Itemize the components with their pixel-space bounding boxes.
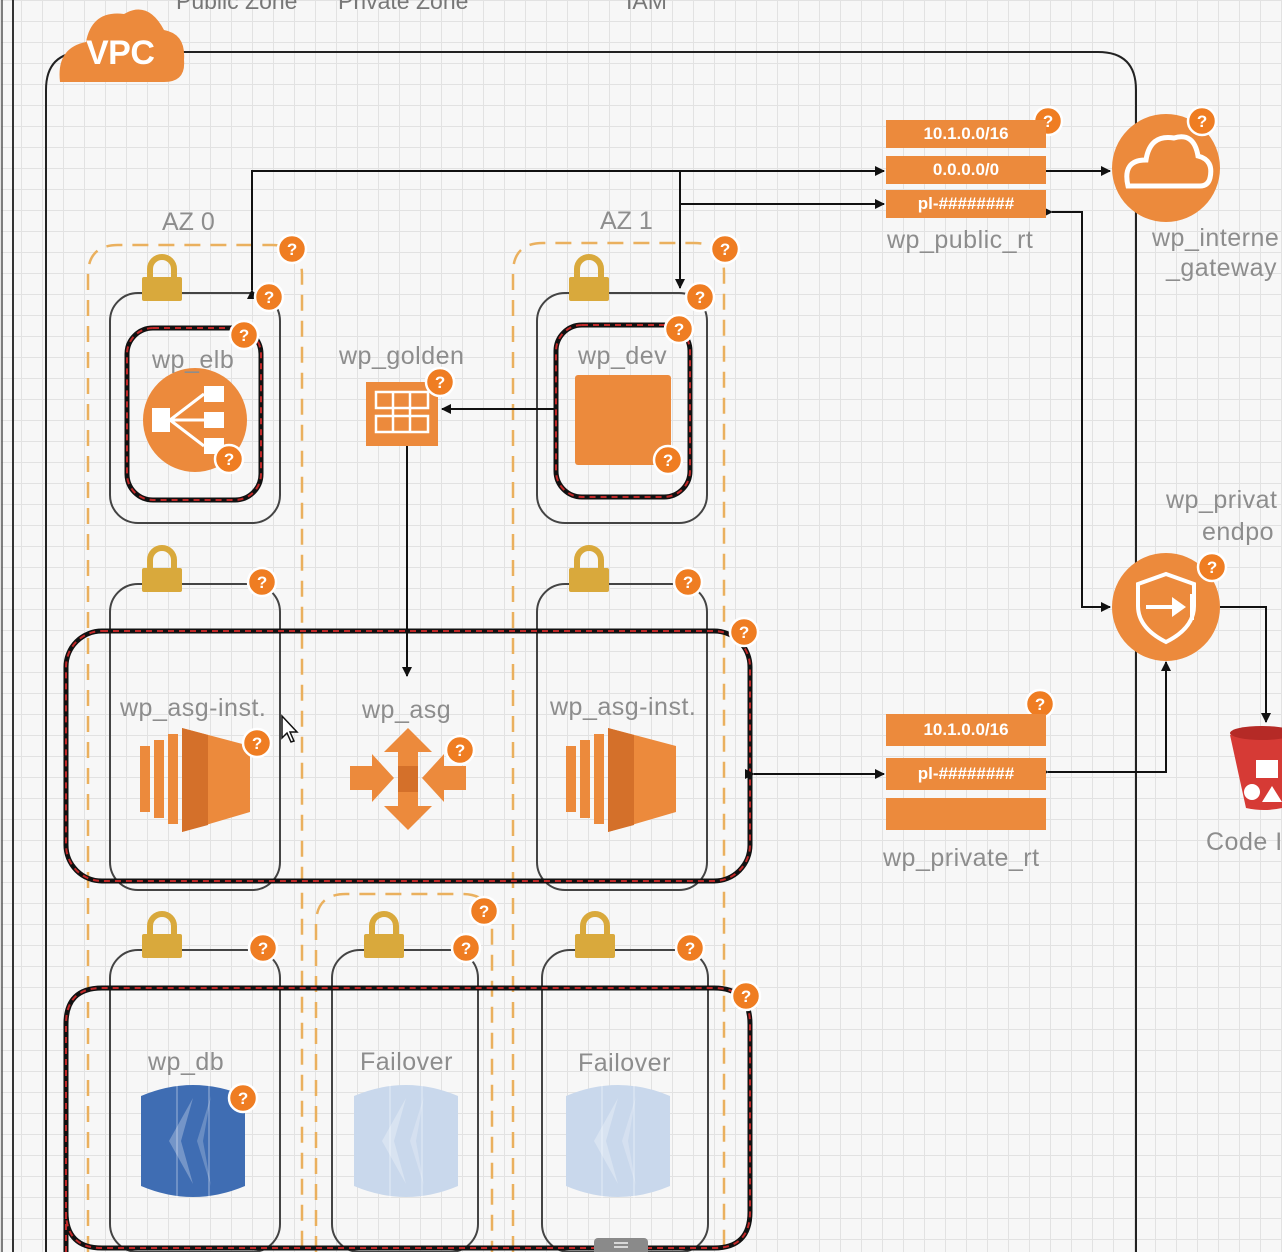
help-badge-icon[interactable] bbox=[730, 980, 762, 1012]
sg-rds-group[interactable] bbox=[63, 985, 753, 1252]
help-badge-icon[interactable] bbox=[728, 616, 760, 648]
help-badge-icon[interactable] bbox=[652, 444, 684, 476]
public-route-table-label: wp_public_rt bbox=[887, 226, 1034, 254]
lock-icon bbox=[569, 257, 609, 301]
subnet-private-az0[interactable] bbox=[109, 583, 281, 891]
db-label: wp_db bbox=[148, 1048, 225, 1076]
subnet-private-az1[interactable] bbox=[536, 583, 708, 891]
elb-label: wp_elb bbox=[152, 346, 235, 374]
internet-gateway-label-line2: _gateway bbox=[1166, 254, 1278, 282]
help-badge-icon[interactable] bbox=[468, 895, 500, 927]
help-badge-icon[interactable] bbox=[228, 319, 260, 351]
asg-instance-label: wp_asg-inst. bbox=[120, 694, 267, 722]
public-rt-entry[interactable]: 0.0.0.0/0 bbox=[886, 156, 1046, 184]
help-badge-icon[interactable] bbox=[450, 932, 482, 964]
vpc-cloud-icon bbox=[59, 9, 185, 82]
zone-label-iam: IAM bbox=[626, 0, 667, 14]
lock-icon bbox=[142, 548, 182, 592]
rds-failover-icon[interactable] bbox=[353, 1083, 459, 1199]
help-badge-icon[interactable] bbox=[672, 566, 704, 598]
ec2-instance-icon[interactable] bbox=[575, 375, 671, 465]
help-badge-icon[interactable] bbox=[253, 281, 285, 313]
sg-elb[interactable] bbox=[124, 325, 264, 503]
help-badge-icon[interactable] bbox=[709, 233, 741, 265]
failover-label: Failover bbox=[578, 1049, 671, 1077]
az1-label: AZ 1 bbox=[600, 207, 653, 235]
help-badge-icon[interactable] bbox=[246, 566, 278, 598]
ami-icon[interactable] bbox=[366, 382, 438, 446]
dev-instance-label: wp_dev bbox=[578, 342, 668, 370]
help-badge-icon[interactable] bbox=[1196, 551, 1228, 583]
asg-instance-label: wp_asg-inst. bbox=[550, 693, 697, 721]
mouse-cursor-icon bbox=[281, 714, 299, 743]
sg-dev[interactable] bbox=[553, 322, 693, 500]
lock-icon bbox=[569, 548, 609, 592]
load-balancer-icon[interactable] bbox=[143, 368, 247, 472]
ec2-instances-icon[interactable] bbox=[140, 728, 250, 832]
vpc-boundary[interactable] bbox=[45, 51, 1137, 1252]
ec2-instances-icon[interactable] bbox=[566, 728, 676, 832]
subnet-rds-failover[interactable] bbox=[331, 949, 479, 1252]
zone-label-private: Private Zone bbox=[338, 0, 469, 14]
private-endpoint-label-line2: endpo bbox=[1202, 518, 1275, 546]
help-badge-icon[interactable] bbox=[213, 443, 245, 475]
help-badge-icon[interactable] bbox=[241, 727, 273, 759]
az0-boundary[interactable] bbox=[86, 243, 304, 1252]
internet-gateway-label-line1: wp_interne bbox=[1152, 224, 1280, 252]
zone-label-public: Public Zone bbox=[176, 0, 298, 14]
connection-lines bbox=[247, 166, 1271, 779]
help-badge-icon[interactable] bbox=[227, 1082, 259, 1114]
help-badge-icon[interactable] bbox=[1186, 105, 1218, 137]
vpc-endpoint-icon[interactable] bbox=[1112, 553, 1220, 661]
failover-label: Failover bbox=[360, 1048, 453, 1076]
help-badge-icon[interactable] bbox=[663, 313, 695, 345]
help-badge-icon[interactable] bbox=[424, 366, 456, 398]
internet-gateway-icon[interactable] bbox=[1112, 114, 1220, 222]
subnet-public-az0[interactable] bbox=[109, 292, 281, 524]
vpc-label: VPC bbox=[86, 34, 155, 72]
subnet-rds-az0[interactable] bbox=[109, 949, 281, 1252]
lock-icon bbox=[142, 257, 182, 301]
auto-scaling-icon[interactable] bbox=[350, 728, 466, 830]
private-route-table-label: wp_private_rt bbox=[883, 844, 1040, 872]
az0-label: AZ 0 bbox=[162, 208, 215, 236]
lock-icon bbox=[142, 914, 182, 958]
subnet-rds-az1[interactable] bbox=[541, 949, 709, 1252]
help-badge-icon[interactable] bbox=[684, 281, 716, 313]
code-bucket-label: Code I bbox=[1206, 828, 1282, 856]
help-badge-icon[interactable] bbox=[276, 233, 308, 265]
private-endpoint-label-line1: wp_privat bbox=[1166, 486, 1278, 514]
private-rt-entry[interactable]: 10.1.0.0/16 bbox=[886, 714, 1046, 746]
lock-icon bbox=[364, 914, 404, 958]
private-rt-entry[interactable] bbox=[886, 798, 1046, 830]
help-badge-icon[interactable] bbox=[247, 932, 279, 964]
help-badge-icon[interactable] bbox=[444, 734, 476, 766]
public-rt-entry[interactable]: 10.1.0.0/16 bbox=[886, 120, 1046, 148]
rds-failover-icon[interactable] bbox=[565, 1083, 671, 1199]
canvas-scroll-handle[interactable] bbox=[594, 1238, 648, 1252]
golden-ami-label: wp_golden bbox=[339, 342, 465, 370]
lock-icon bbox=[575, 914, 615, 958]
private-rt-entry[interactable]: pl-######## bbox=[886, 758, 1046, 790]
s3-bucket-icon[interactable] bbox=[1230, 726, 1282, 810]
help-badge-icon[interactable] bbox=[674, 932, 706, 964]
public-rt-entry[interactable]: pl-######## bbox=[886, 190, 1046, 218]
asg-label: wp_asg bbox=[362, 696, 452, 724]
